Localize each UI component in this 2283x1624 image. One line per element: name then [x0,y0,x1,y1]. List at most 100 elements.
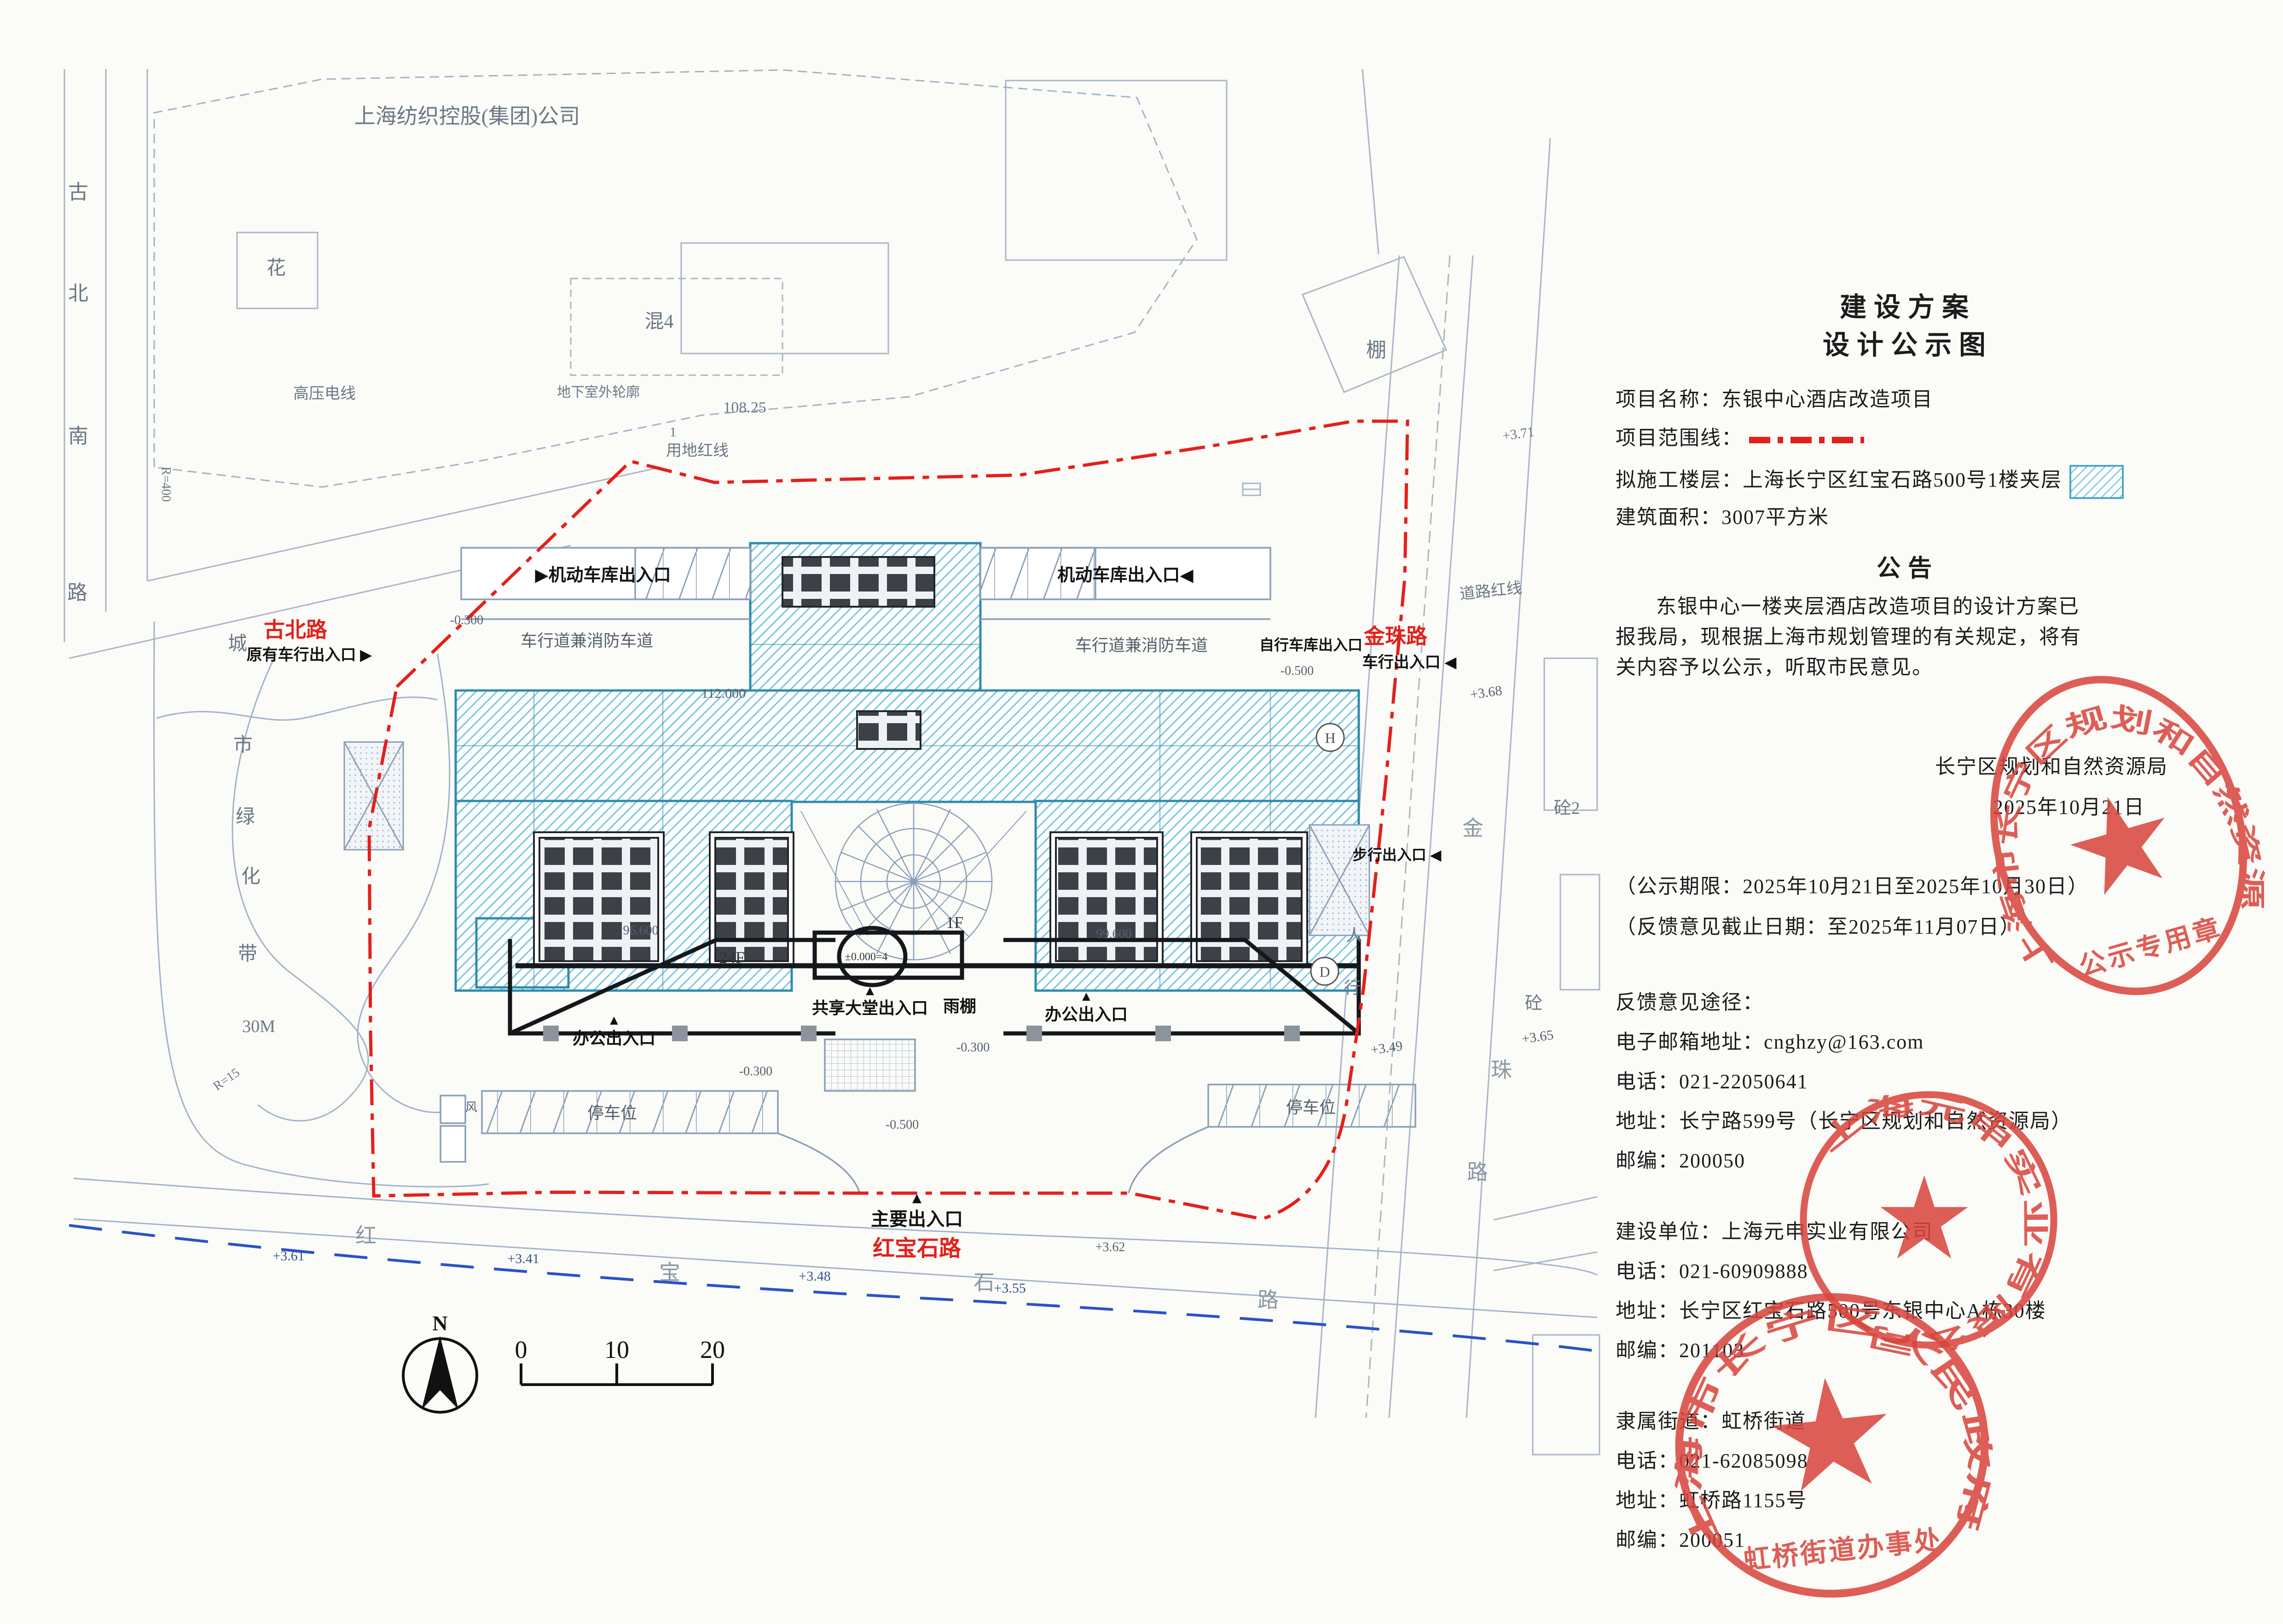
atrium-dome [800,802,1027,961]
plan-label: 路 [1467,1160,1488,1184]
building-footprint [454,542,1361,1041]
plan-label: 停车位 [1286,1098,1336,1117]
plan-label: ±0.000=4 [845,951,888,963]
plan-label: 96.600 [623,923,659,938]
axis-bubbles [1310,723,1345,986]
plan-label: 共享大堂出入口 [812,999,928,1017]
plan-label: 砼 [1525,994,1542,1013]
plan-label: 红 [355,1224,377,1247]
svg-text:上海元申实业有限公司: 上海元申实业有限公司 [1791,1054,2086,1380]
field-area: 建筑面积：3007平方米 [1616,506,1829,528]
notice-period: （公示期限：2025年10月21日至2025年10月30日） [1616,875,2089,898]
stamp2-ring-text: 上海元申实业有限公司 [1791,1054,2086,1380]
plan-label: 办公出入口 [573,1029,655,1048]
stamp1-bottom-text: 公示专用章 [2076,912,2226,982]
plan-label: ▲ [909,1190,925,1207]
plan-label: 宝 [659,1261,680,1284]
plan-label: 金 [1462,817,1483,840]
builder-postcode: 邮编：201103 [1616,1339,1745,1362]
plan-label: 行 [1344,979,1361,997]
podium-outline [508,926,1361,1036]
plan-label: 车行出入口 ◀ [1362,654,1457,671]
plan-label: 30M [242,1017,275,1036]
plan-label: 1F [946,913,963,932]
notice-line3: 关内容予以公示，听取市民意见。 [1616,656,1933,679]
notice-line2: 报我局，现根据上海市规划管理的有关规定，将有 [1616,626,2081,648]
street-name: 隶属街道：虹桥街道 [1616,1410,1806,1433]
plan-label: 机动车库出入口◀ [1057,566,1194,585]
plan-label: -0.300 [739,1064,772,1079]
plan-label: 北 [68,282,88,305]
plan-label: 用地红线 [666,442,729,459]
plan-label: ▶机动车库出入口 [535,566,671,585]
plan-label: 砼2 [1553,799,1580,818]
reserved-plots [343,741,1370,936]
field-floors-text: 拟施工楼层：上海长宁区红宝石路500号1楼夹层 [1616,469,2062,492]
plan-label: 路 [67,581,87,604]
plan-label: 108.25 [723,399,766,416]
field-boundary-label: 项目范围线： [1616,427,1743,449]
plan-label: 石 [973,1271,995,1294]
plan-label: 金珠路 [1363,625,1428,648]
plan-label: 高压电线 [293,385,356,402]
plan-label: 道路红线 [1459,579,1523,603]
plan-label: 花 [267,258,286,279]
builder-name: 建设单位：上海元申实业有限公司 [1616,1220,1933,1243]
garage-driveways [460,547,1271,620]
feedback-email: 电子邮箱地址：cnghzy@163.com [1616,1031,1924,1053]
plan-label: 停车位 [587,1104,637,1122]
plan-label: 人 [1346,926,1362,945]
plan-label: +3.41 [507,1251,539,1266]
plan-label: -0.500 [1281,664,1314,678]
plan-label: 风 [465,1101,477,1114]
plan-label: 车行道兼消防车道 [521,632,653,650]
plan-label: 1 [670,424,677,440]
base-map [64,69,1600,1456]
plan-label: +3.62 [1095,1240,1125,1254]
plan-label: 棚 [1366,339,1386,361]
page-title-line1: 建设方案 [1839,292,1976,322]
plan-label: 步行出入口 ◀ [1353,847,1442,863]
parking-rows [440,1038,1416,1194]
stamp3-bottom-text: 虹桥街道办事处 [1742,1525,1944,1575]
plan-label: 主要出入口 [871,1209,963,1230]
street-postcode: 邮编：200051 [1616,1529,1745,1551]
plan-label: 雨棚 [943,997,976,1015]
plan-label: 自行车库出入口 [1259,637,1362,653]
plan-label: 99.600 [1096,927,1132,941]
plan-label: 24F [719,948,745,967]
plan-label: 10 [604,1336,629,1363]
plan-label: -0.300 [450,613,483,627]
plan-label: N [432,1311,447,1335]
plan-label: +3.55 [994,1281,1026,1296]
dark-core-rooms [533,556,1308,968]
north-compass [402,1336,478,1414]
project-boundary-line [367,419,1409,1221]
plan-label: 南 [68,425,88,447]
plan-label: 珠 [1491,1058,1512,1082]
plan-label: +3.61 [272,1248,304,1264]
plan-label: 古 [68,181,88,203]
plan-label: 原有车行出入口 ▶ [247,646,372,664]
feedback-phone: 电话：021-22050641 [1616,1070,1808,1093]
plan-label: +3.65 [1521,1027,1554,1046]
hatch-legend [2069,465,2124,499]
plan-label: 上海纺织控股(集团)公司 [354,104,580,128]
field-floors: 拟施工楼层：上海长宁区红宝石路500号1楼夹层 [1616,465,2124,499]
plan-label: D [1319,963,1330,980]
field-boundary: 项目范围线： [1616,426,1864,451]
road-centerline [69,1224,1598,1352]
plan-label: ▲ [863,983,877,998]
page-title-line2: 设计公示图 [1822,330,1993,360]
notice-heading: 公告 [1876,555,1939,582]
builder-phone: 电话：021-60909888 [1616,1260,1808,1282]
field-project-name: 项目名称：东银中心酒店改造项目 [1616,388,1933,411]
street-address: 地址：虹桥路1155号 [1616,1489,1808,1512]
feedback-postcode: 邮编：200050 [1616,1149,1745,1172]
plan-label: +3.49 [1370,1038,1403,1057]
official-stamp-planning-bureau: 上海市长宁区规划和自然资源局 公示专用章 [1912,602,2283,1070]
scale-bar [520,1363,714,1386]
plan-label: -0.500 [886,1118,919,1132]
